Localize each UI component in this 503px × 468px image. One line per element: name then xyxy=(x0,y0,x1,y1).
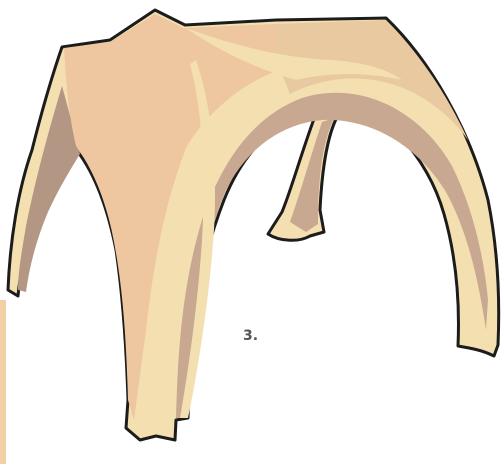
step-label: 3. xyxy=(243,328,258,344)
edge-strip xyxy=(0,300,6,464)
